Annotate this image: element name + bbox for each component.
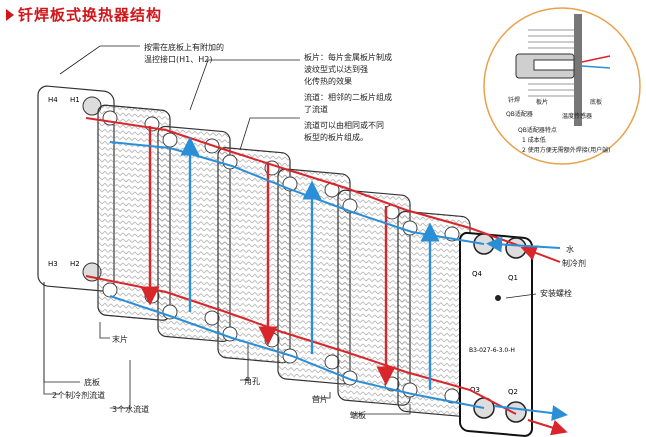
port-q1-label: Q1: [508, 274, 518, 282]
channel-line3: 流道可以由相同或不同: [304, 120, 384, 130]
plate-5: [337, 189, 411, 406]
inset-temp-sensor-label: 温度传感器: [562, 112, 592, 120]
base-plate: H4 H1 H3 H2: [37, 85, 115, 292]
cover-plate-label: 端板: [350, 410, 366, 420]
inset-feature-1: 1 成本低: [522, 136, 546, 144]
model-label: B3-027-6-3.0-H: [469, 347, 515, 354]
port-h4-label: H4: [48, 96, 58, 104]
sensor-note-line1: 按需在底板上有附加的: [144, 42, 224, 52]
port-h1-label: H1: [70, 96, 80, 104]
plate-stack: H4 H1 H3 H2: [37, 85, 533, 437]
inset-brazing-label: 钎焊: [508, 96, 520, 104]
title-block: 钎焊板式换热器结构: [6, 4, 162, 25]
plate-desc-line3: 化传热的效果: [304, 76, 352, 86]
water-label: 水: [566, 244, 574, 254]
channel-line4: 板型的板片组成。: [304, 132, 368, 142]
corner-hole-label: 角孔: [244, 376, 260, 386]
port-h3-label: H3: [48, 260, 58, 268]
annotation-group: 按需在底板上有附加的 温控接口(H1、H2) 板片：每片金属板片制成 波纹型式以…: [52, 42, 586, 420]
page-title: 钎焊板式换热器结构: [18, 6, 163, 24]
port-q3-label: Q3: [470, 386, 480, 394]
first-plate-label: 首片: [312, 394, 328, 404]
plate-desc-line2: 波纹型式以达到强: [304, 64, 368, 74]
refrigerant-flow: [85, 117, 568, 436]
inset-plate-label: 板片: [536, 98, 548, 106]
channel-line1: 流道：相邻的二板片组成: [304, 92, 392, 102]
port-h2-label: H2: [70, 260, 80, 268]
end-plate-label: 末片: [112, 334, 128, 344]
plate-4: [277, 168, 351, 385]
refrigerant-channels-label: 2个制冷剂流道: [52, 390, 105, 400]
mount-bolt-label: 安装螺栓: [540, 288, 572, 298]
base-plate-label: 底板: [84, 377, 100, 387]
inset-base-plate-label: 底板: [590, 98, 602, 106]
inset-qb-adapter-label: QB适配器: [506, 110, 533, 118]
water-channels-label: 3个水流道: [112, 404, 149, 414]
plate-6: [397, 210, 471, 418]
qb-adapter-inset: 钎焊 板片 底板 QB适配器 温度传感器 QB适配器特点 1 成本低 2 使用方…: [483, 7, 641, 165]
water-flow: [109, 136, 568, 421]
title-bullet-icon: [6, 8, 14, 21]
sensor-note-line2: 温控接口(H1、H2): [144, 54, 212, 64]
port-q4-label: Q4: [472, 270, 483, 278]
channel-line2: 了流道: [304, 104, 328, 114]
plate-desc-line1: 板片：每片金属板片制成: [304, 52, 392, 62]
inset-features-title: QB适配器特点: [518, 126, 557, 134]
leader-lines: [43, 45, 537, 415]
port-q2-label: Q2: [508, 388, 518, 396]
refrigerant-label: 制冷剂: [562, 258, 586, 268]
inset-feature-2: 2 使用方便无需额外焊接(用户端): [522, 146, 610, 154]
